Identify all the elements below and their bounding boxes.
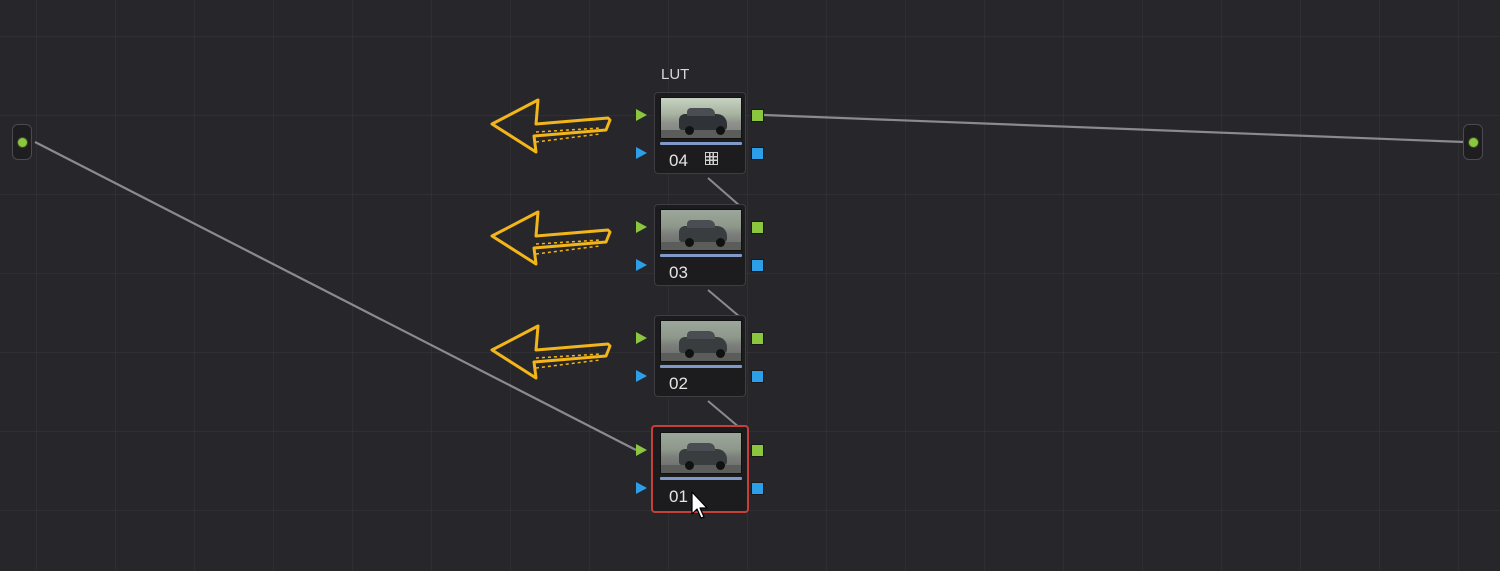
node-04-thumbnail: [660, 97, 742, 139]
node-04-label: LUT: [661, 66, 690, 83]
node-03-thumbnail: [660, 209, 742, 251]
node-03-key-input[interactable]: [636, 259, 647, 271]
source-input-node[interactable]: [12, 124, 32, 160]
mouse-cursor-icon: [691, 491, 708, 519]
node-01-key-output[interactable]: [751, 482, 764, 495]
node-02-number: 02: [669, 374, 688, 393]
node-03-number: 03: [669, 263, 688, 282]
node-04-status-bar: [660, 142, 742, 145]
yellow-arrow-icon: [490, 210, 612, 266]
yellow-arrow-icon: [490, 98, 612, 154]
wire-02-to-03: [707, 289, 741, 318]
node-01-number: 01: [669, 487, 688, 506]
wire-04-to-output: [763, 113, 1465, 144]
node-02-key-output[interactable]: [751, 370, 764, 383]
node-03[interactable]: 03: [654, 204, 746, 286]
lut-grid-icon: [705, 152, 718, 165]
node-03-key-output[interactable]: [751, 259, 764, 272]
node-03-rgb-output[interactable]: [751, 221, 764, 234]
node-04-rgb-output[interactable]: [751, 109, 764, 122]
node-04-rgb-input[interactable]: [636, 109, 647, 121]
wire-01-to-02: [707, 400, 741, 429]
node-04-key-output[interactable]: [751, 147, 764, 160]
node-04-number: 04: [669, 151, 688, 170]
node-01[interactable]: 01: [651, 425, 749, 513]
node-02-rgb-output[interactable]: [751, 332, 764, 345]
node-03-rgb-input[interactable]: [636, 221, 647, 233]
yellow-arrow-icon: [490, 324, 612, 380]
wire-source-to-node-01: [34, 141, 637, 451]
node-03-status-bar: [660, 254, 742, 257]
source-output-dot[interactable]: [18, 138, 27, 147]
node-02-rgb-input[interactable]: [636, 332, 647, 344]
node-01-rgb-input[interactable]: [636, 444, 647, 456]
node-04-key-input[interactable]: [636, 147, 647, 159]
node-02-key-input[interactable]: [636, 370, 647, 382]
output-node[interactable]: [1463, 124, 1483, 160]
node-01-key-input[interactable]: [636, 482, 647, 494]
node-01-rgb-output[interactable]: [751, 444, 764, 457]
node-02-thumbnail: [660, 320, 742, 362]
node-02-status-bar: [660, 365, 742, 368]
node-01-status-bar: [660, 477, 742, 480]
node-02[interactable]: 02: [654, 315, 746, 397]
node-01-thumbnail: [660, 432, 742, 474]
node-04[interactable]: 04: [654, 92, 746, 174]
wire-03-to-04: [707, 177, 741, 207]
output-input-dot[interactable]: [1469, 138, 1478, 147]
